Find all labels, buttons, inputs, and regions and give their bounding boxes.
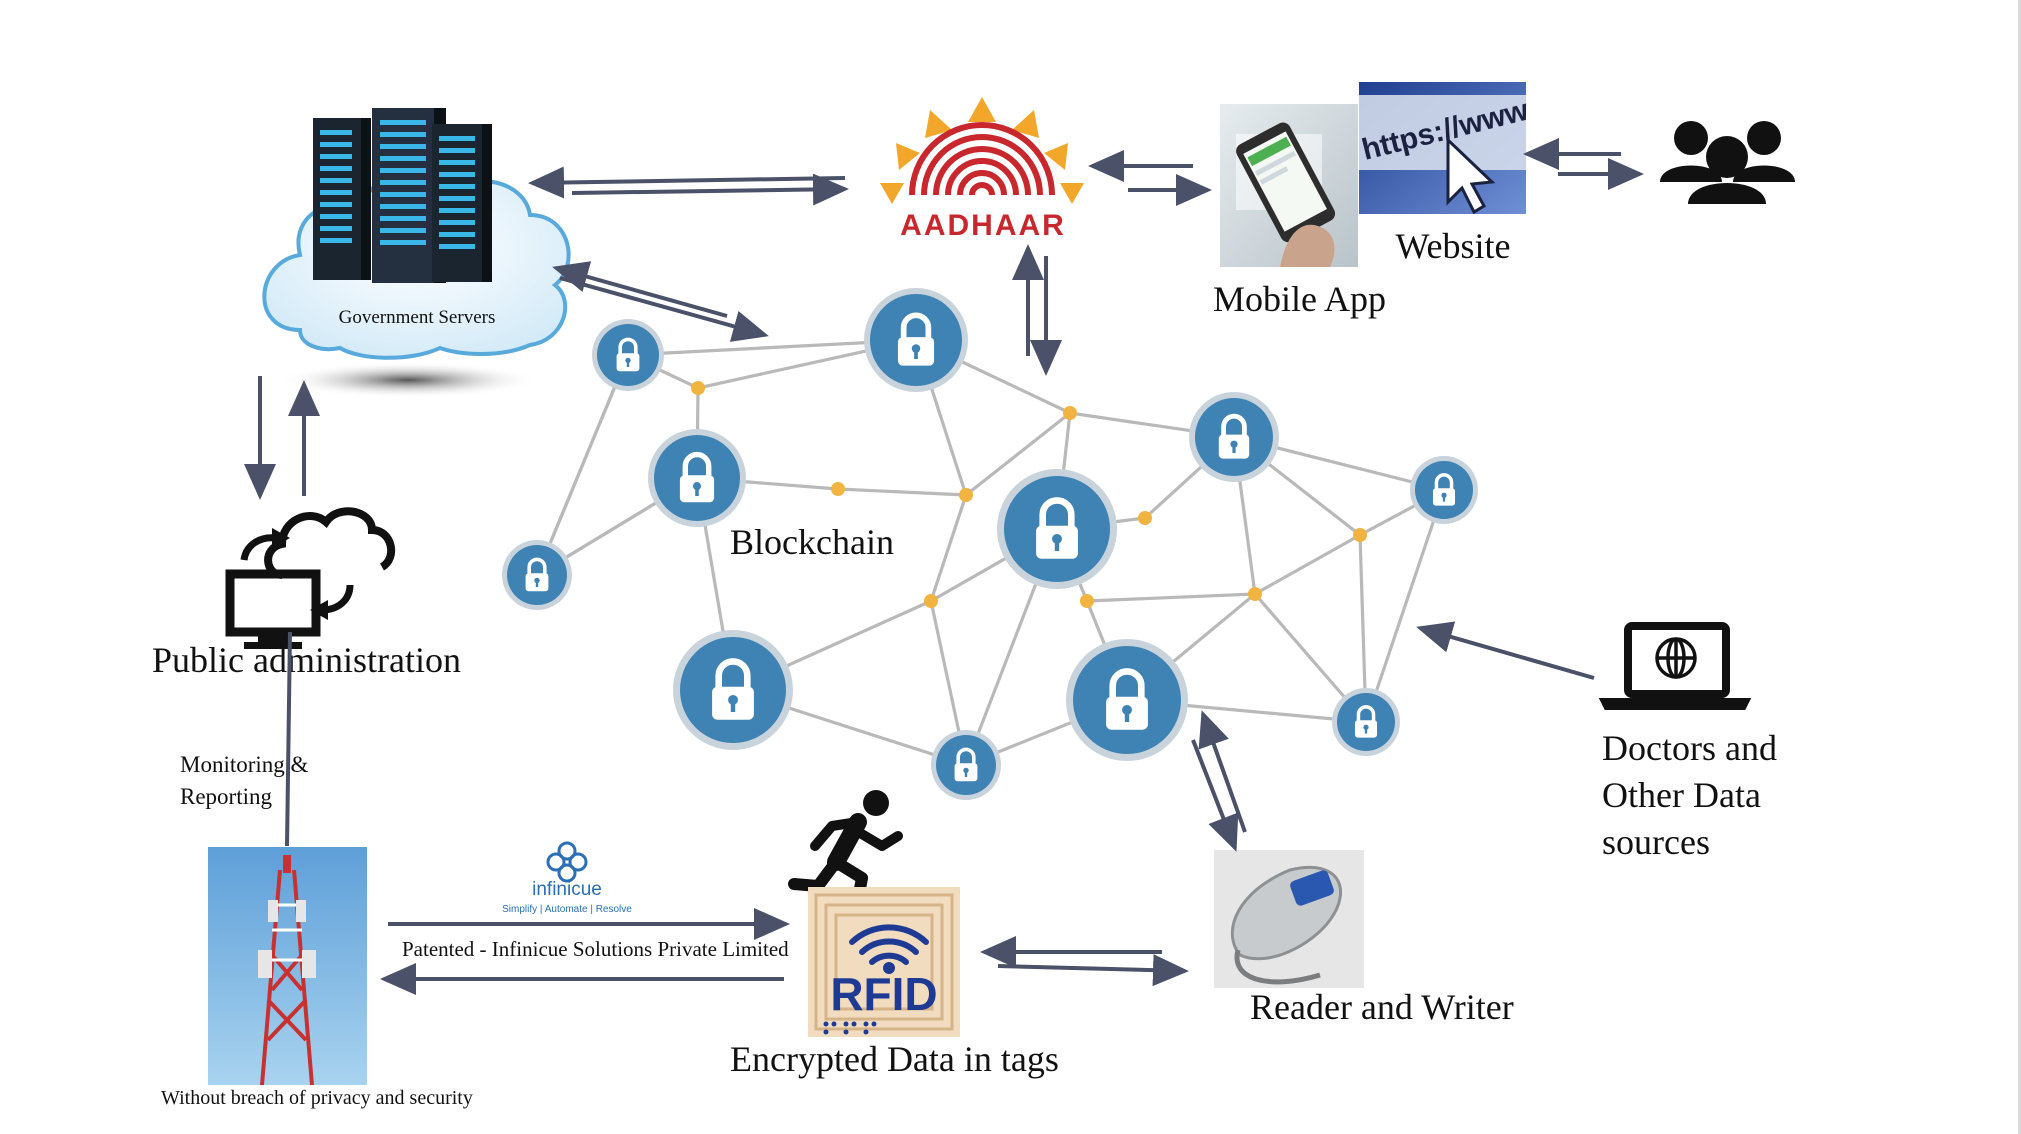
aadhaar-wordmark: AADHAAR [900, 209, 1066, 242]
lock-node [1332, 688, 1400, 756]
public-administration-label: Public administration [152, 640, 461, 680]
lock-node [1189, 392, 1279, 482]
infinicue-name: infinicue [532, 879, 602, 900]
running-person-icon [788, 790, 903, 916]
government-servers-label: Government Servers [339, 307, 496, 328]
blockchain-label: Blockchain [730, 522, 894, 562]
infinicue-tagline: Simplify | Automate | Resolve [502, 904, 632, 915]
lock-node [502, 540, 572, 610]
reader-writer-label: Reader and Writer [1250, 987, 1514, 1027]
computer-cloud-sync-icon [225, 507, 395, 649]
lock-node [592, 319, 664, 391]
laptop-globe-icon [1598, 622, 1752, 710]
rfid-tag-icon: RFID [808, 887, 960, 1037]
lock-node [1066, 639, 1188, 761]
mobile-app-label: Mobile App [1213, 279, 1386, 319]
lock-node [1410, 456, 1478, 524]
mobile-phone-photo [1220, 104, 1358, 267]
rfid-text: RFID [830, 968, 937, 1020]
monitoring-label-line2: Reporting [180, 784, 272, 809]
rfid-reader-photo [1214, 850, 1364, 988]
blockchain-nodes [502, 288, 1478, 800]
encrypted-data-label: Encrypted Data in tags [730, 1039, 1059, 1079]
lock-node [673, 630, 793, 750]
cell-tower-photo [208, 847, 367, 1086]
lock-node [997, 469, 1117, 589]
lock-node [931, 730, 1001, 800]
doctors-label-line3: sources [1602, 822, 1710, 862]
blockchain-edges [535, 338, 1446, 767]
infinicue-logo: infinicue Simplify | Automate | Resolve [502, 841, 632, 915]
flow-arrows [244, 138, 1644, 995]
server-cloud-icon [262, 108, 571, 398]
website-cursor-icon: https://www [1359, 82, 1532, 215]
lock-node [864, 288, 968, 392]
privacy-label: Without breach of privacy and security [161, 1087, 473, 1109]
blockchain-junctions [691, 381, 1367, 608]
patented-label: Patented - Infinicue Solutions Private L… [402, 937, 789, 961]
doctors-label-line2: Other Data [1602, 775, 1761, 815]
users-group-icon [1660, 121, 1795, 204]
doctors-label-line1: Doctors and [1602, 728, 1777, 768]
lock-node [648, 429, 746, 527]
aadhaar-logo: AADHAAR [880, 97, 1084, 242]
right-edge-rule [2018, 0, 2021, 1134]
website-label: Website [1395, 226, 1510, 266]
